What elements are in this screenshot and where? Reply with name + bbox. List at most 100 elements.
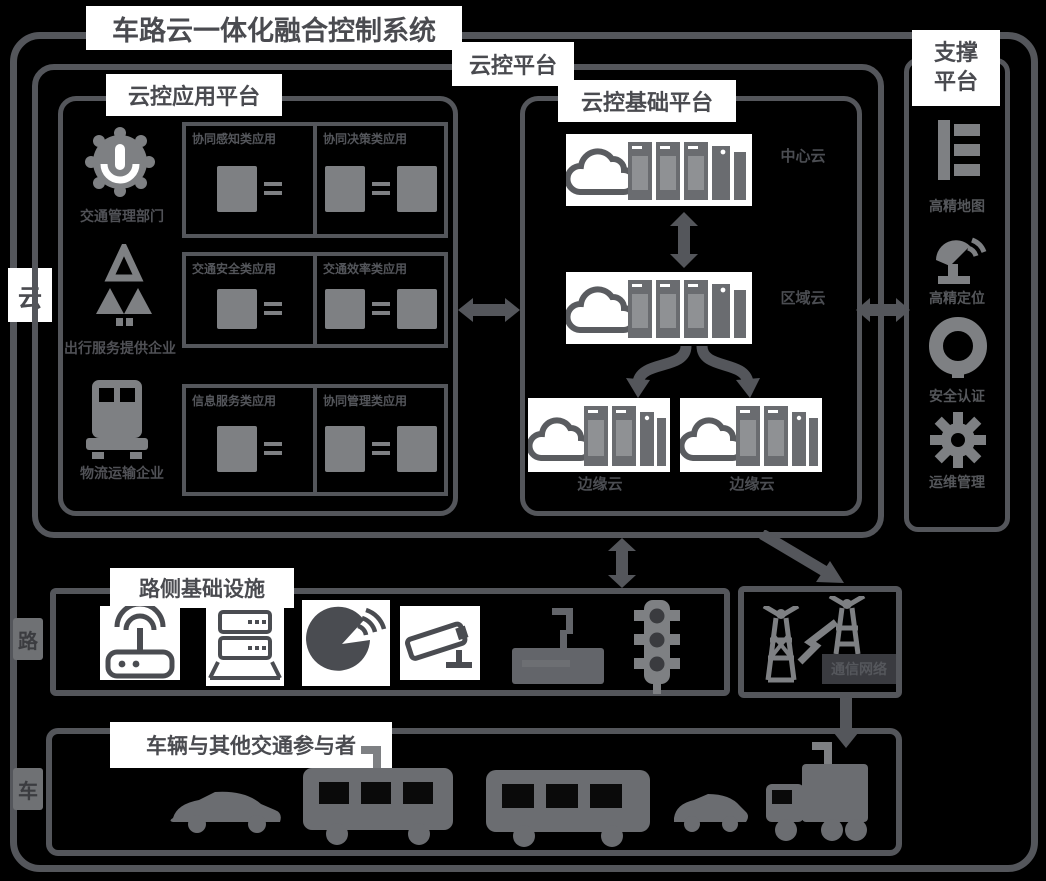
app-icon (324, 425, 365, 472)
tier-3-text: 边缘云 (577, 476, 623, 494)
tier-1-text: 中心云 (780, 148, 826, 166)
vehicles-label-card: 车辆与其他交通参与者 (110, 722, 392, 768)
app-row-3-left-icons (192, 409, 307, 488)
traffic-light-icon (634, 600, 680, 694)
app-icon (217, 165, 257, 212)
comm-zigzag-arrow (797, 619, 839, 665)
app-row-1-right-icons (323, 147, 438, 230)
system-title-card: 车路云一体化融合控制系统 (86, 6, 462, 50)
app-row-2-left: 交通安全类应用 (186, 256, 313, 344)
rsu-router-card (100, 606, 180, 680)
gear-badge-icon (85, 127, 155, 197)
truck-front-icon (86, 380, 148, 459)
base-platform-label-card: 云控基础平台 (558, 80, 736, 122)
edge-label-road: 路 (13, 618, 43, 660)
app-row-3-right: 协同管理类应用 (313, 388, 444, 492)
comm-network-label: 通信网络 (822, 654, 896, 684)
cloud-servers-icon-edge-2 (680, 398, 822, 472)
gear-icon (930, 412, 986, 468)
app-row-2-right-icons (323, 277, 438, 340)
support-platform-label-card: 支撑平台 (912, 30, 1000, 106)
support-item-4-label: 运维管理 (918, 470, 996, 494)
app-icon (217, 425, 257, 472)
actor-3-text: 物流运输企业 (80, 464, 164, 481)
app-row-2-left-header: 交通安全类应用 (192, 262, 277, 276)
app-icon-lines (264, 182, 282, 195)
app-row-1-right-header: 协同决策类应用 (323, 132, 408, 146)
roadside-frame (50, 588, 730, 696)
app-row-2: 交通安全类应用 交通效率类应用 (182, 252, 448, 348)
app-icon (324, 165, 365, 212)
vehicle-tag-text: 车 (18, 780, 38, 803)
map-layers-icon (938, 120, 980, 180)
actor-3-label: 物流运输企业 (70, 460, 174, 486)
app-row-1: 协同感知类应用 协同决策类应用 (182, 122, 448, 238)
tier-4-text: 边缘云 (729, 476, 775, 494)
app-row-3-left-header: 信息服务类应用 (192, 394, 277, 408)
support-platform-label: 支撑平台 (933, 40, 978, 94)
rsu-router-icon (105, 606, 175, 679)
actor-1-text: 交通管理部门 (80, 207, 164, 224)
app-icon (396, 165, 437, 212)
app-icon-lines (371, 442, 390, 455)
roadside-label-card: 路侧基础设施 (110, 568, 294, 608)
cloud-servers-icon-edge-1 (528, 398, 670, 472)
hatchback-icon (674, 794, 748, 832)
app-row-1-right: 协同决策类应用 (313, 126, 444, 234)
actor-1-label: 交通管理部门 (70, 204, 174, 228)
tier-4-label: 边缘云 (710, 474, 794, 496)
camera-card (400, 606, 480, 680)
base-platform-label: 云控基础平台 (580, 90, 713, 115)
radar-card (302, 600, 390, 686)
roadside-label: 路侧基础设施 (139, 578, 265, 601)
antenna-dish-icon (936, 237, 987, 284)
bus-icon (486, 770, 650, 847)
tier-1-label: 中心云 (764, 146, 842, 168)
hierarchy-icon (96, 244, 152, 326)
app-platform-label-card: 云控应用平台 (106, 74, 282, 116)
app-row-2-left-icons (192, 277, 307, 340)
road-tag-text: 路 (18, 630, 38, 653)
vehicles-frame (46, 728, 902, 856)
cell-tower-icon-1 (762, 606, 800, 683)
ring-icon (929, 317, 987, 378)
support-item-4-text: 运维管理 (929, 473, 985, 490)
camera-icon (405, 621, 472, 668)
arrow-cloud-roadside (608, 538, 636, 588)
arrow-region-edges (626, 344, 760, 398)
app-icon (217, 288, 257, 329)
edge-label-vehicle: 车 (13, 768, 43, 810)
arrow-cloud-comm (759, 530, 844, 583)
cloud-platform-label: 云控平台 (468, 53, 557, 78)
app-icon-lines (371, 182, 390, 195)
cloud-platform-label-card: 云控平台 (452, 42, 574, 86)
support-item-2-text: 高精定位 (929, 289, 985, 306)
tier-2-label: 区域云 (764, 288, 842, 310)
app-row-1-left: 协同感知类应用 (186, 126, 313, 234)
app-icon-lines (371, 302, 390, 315)
cloud-tag-text: 云 (18, 284, 42, 312)
truck-icon (766, 742, 868, 841)
app-icon (324, 288, 365, 329)
edge-server-icon (208, 610, 282, 680)
support-item-2-label: 高精定位 (918, 286, 996, 310)
cloud-servers-icon-center (566, 134, 752, 206)
support-item-1-text: 高精地图 (929, 197, 985, 214)
edge-label-cloud: 云 (8, 268, 52, 322)
arrow-base-support (856, 298, 910, 322)
radar-icon (306, 606, 387, 671)
system-outer-frame (10, 32, 1038, 872)
app-icon (396, 425, 437, 472)
app-row-3: 信息服务类应用 协同管理类应用 (182, 384, 448, 496)
page-title: 车路云一体化融合控制系统 (112, 15, 436, 46)
support-item-3-label: 安全认证 (918, 384, 996, 408)
app-icon-lines (264, 442, 282, 455)
app-row-1-left-header: 协同感知类应用 (192, 132, 277, 146)
cell-tower-icon-2 (828, 596, 866, 655)
app-row-2-right: 交通效率类应用 (313, 256, 444, 344)
support-item-3-text: 安全认证 (929, 387, 985, 404)
van-icon (303, 746, 453, 845)
vehicles-label: 车辆与其他交通参与者 (146, 735, 356, 758)
app-row-3-left: 信息服务类应用 (186, 388, 313, 492)
